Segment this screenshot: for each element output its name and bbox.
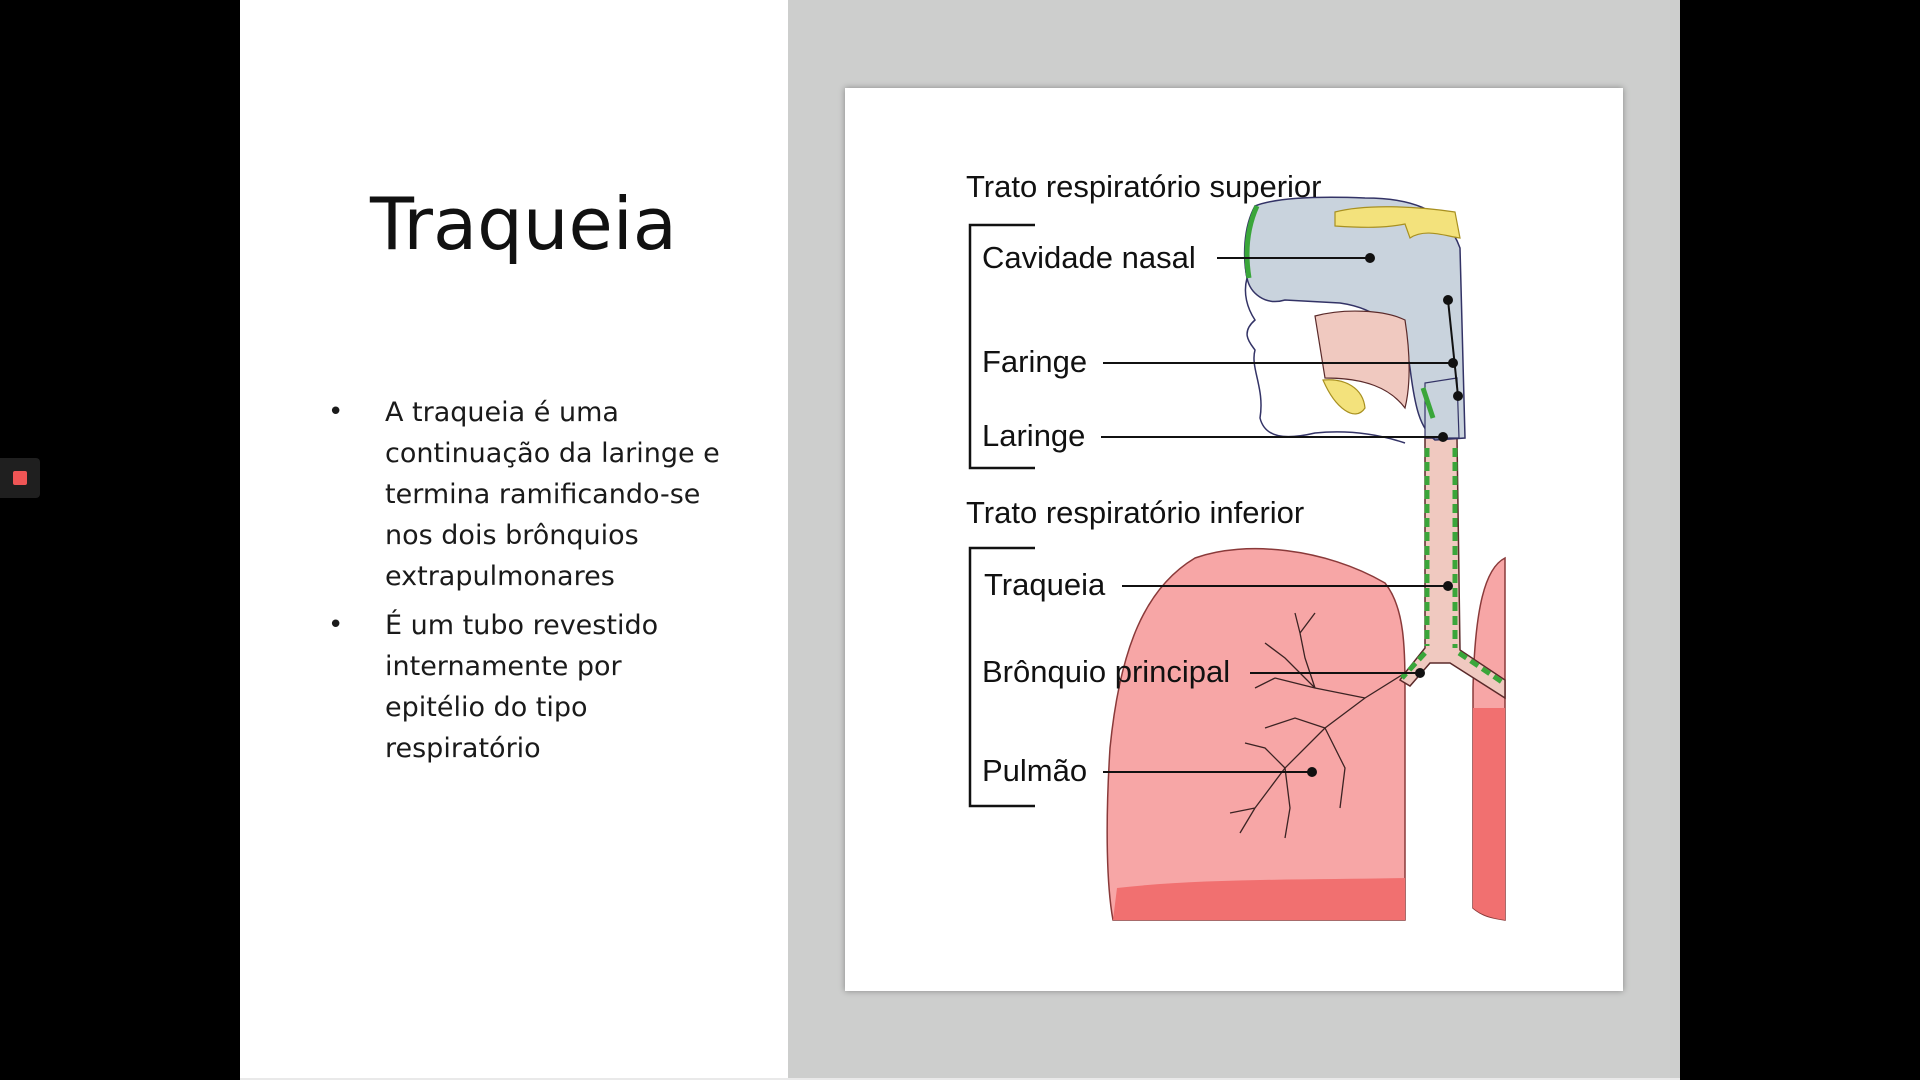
leader-pharynx-curve: [1447, 299, 1459, 397]
dot-larynx: [1438, 432, 1448, 442]
dot-nasal: [1365, 253, 1375, 263]
recording-indicator[interactable]: [0, 458, 40, 498]
label-trachea: Traqueia: [984, 567, 1106, 602]
nasal-epithelium: [1244, 204, 1260, 279]
label-nasal-cavity: Cavidade nasal: [982, 240, 1196, 275]
lower-bracket: [968, 546, 1035, 808]
label-lung: Pulmão: [982, 753, 1087, 788]
leader-lines: [1101, 257, 1459, 773]
heading-upper-tract: Trato respiratório superior: [966, 169, 1322, 204]
heading-lower-tract: Trato respiratório inferior: [966, 495, 1304, 530]
head-illustration: [1243, 196, 1466, 444]
dot-pharynx-bottom: [1453, 391, 1463, 401]
bronchial-tree: [1229, 612, 1406, 839]
label-main-bronchus: Brônquio principal: [982, 654, 1230, 689]
left-lung: [1106, 547, 1406, 921]
diagram-card: Trato respiratório superior Cavidade nas…: [845, 88, 1623, 991]
larynx-tube: [1424, 377, 1460, 439]
right-lung-shade: [1473, 708, 1505, 920]
slide-bottom-edge: [240, 1078, 1680, 1080]
nasal-bone: [1334, 206, 1461, 239]
upper-bracket: [968, 223, 1035, 470]
left-lung-base: [1113, 878, 1405, 920]
bullet-list: A traqueia é uma continuação da laringe …: [328, 392, 728, 777]
leader-dots: [1307, 253, 1463, 777]
dot-bronchus: [1415, 668, 1425, 678]
label-larynx: Laringe: [982, 418, 1085, 453]
bullet-item-1: A traqueia é uma continuação da laringe …: [328, 392, 728, 597]
respiratory-diagram: Trato respiratório superior Cavidade nas…: [966, 169, 1507, 921]
lungs-illustration: [1106, 547, 1506, 921]
label-pharynx: Faringe: [982, 344, 1087, 379]
dot-pharynx: [1448, 358, 1458, 368]
slide-title: Traqueia: [370, 182, 677, 266]
dot-trachea: [1443, 581, 1453, 591]
mandible-bone: [1322, 379, 1366, 415]
palate: [1314, 310, 1410, 410]
record-stop-icon: [13, 471, 27, 485]
grouping-brackets: [968, 223, 1035, 808]
airway-illustration: [1398, 437, 1507, 700]
dot-lung: [1307, 767, 1317, 777]
bullet-item-2: É um tubo revestido internamente por epi…: [328, 605, 728, 769]
dot-pharynx-top: [1443, 295, 1453, 305]
